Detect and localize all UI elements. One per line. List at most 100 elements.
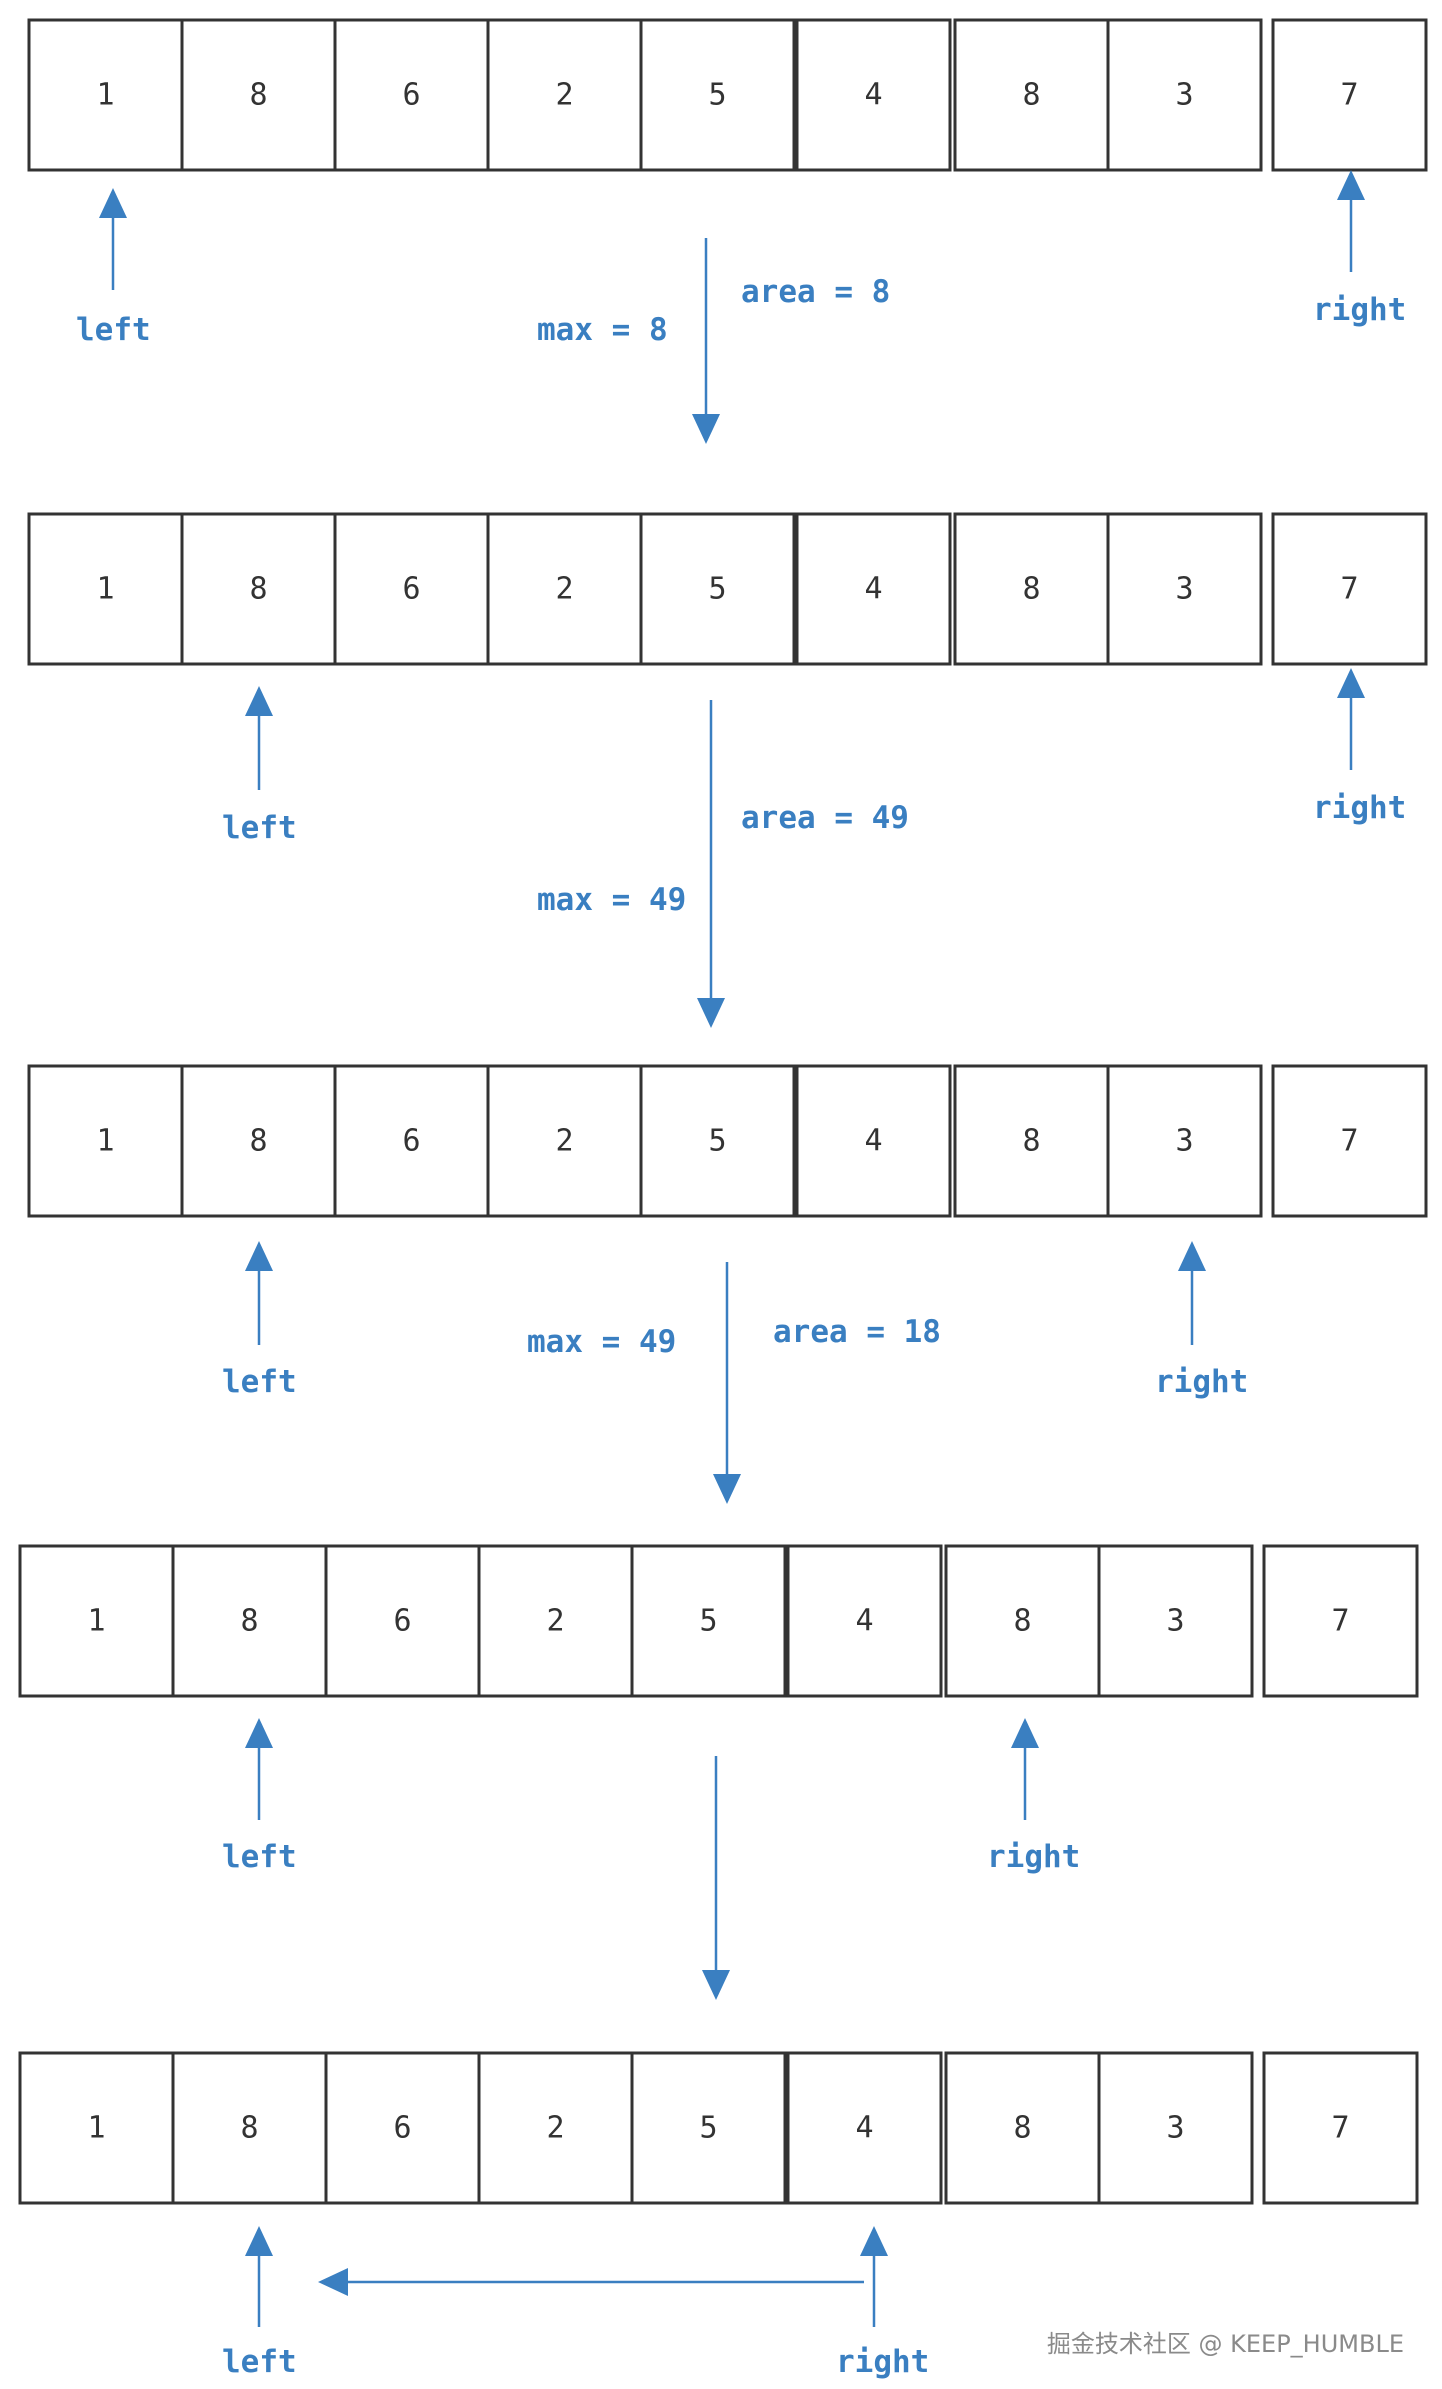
array-cell xyxy=(1262,1544,1419,1698)
array-cell-value: 1 xyxy=(87,2111,105,2146)
array-cell-value: 4 xyxy=(864,572,882,607)
array-cell xyxy=(1271,512,1428,666)
array-cell-value: 1 xyxy=(96,1124,114,1159)
array-cell xyxy=(786,1544,943,1698)
array-cell xyxy=(171,1544,328,1698)
array-cell-value: 3 xyxy=(1166,2111,1184,2146)
array-cell-value: 2 xyxy=(546,1604,564,1639)
left-label: left xyxy=(222,810,297,846)
array-cell xyxy=(27,512,184,666)
array-cell xyxy=(27,18,184,172)
array-cell-value: 6 xyxy=(402,572,420,607)
array-cell-value: 8 xyxy=(1022,1124,1040,1159)
right-pointer-arrowhead xyxy=(1337,170,1365,200)
max-label: max = 49 xyxy=(527,1324,676,1360)
array-cell-value: 8 xyxy=(249,78,267,113)
array-cell-value: 8 xyxy=(240,2111,258,2146)
array-cell xyxy=(795,1064,952,1218)
array-cell-value: 5 xyxy=(699,2111,717,2146)
array-cell xyxy=(639,512,796,666)
step-arrowhead xyxy=(692,414,720,444)
array-cell xyxy=(1271,1064,1428,1218)
right-label: right xyxy=(1313,790,1406,826)
array-cell xyxy=(486,1064,643,1218)
labels: left right max = 8 area = 8 left right m… xyxy=(76,274,1406,2380)
array-cell xyxy=(953,512,1110,666)
array-cell xyxy=(953,1064,1110,1218)
array-cell-value: 8 xyxy=(240,1604,258,1639)
right-pointer-arrowhead xyxy=(1178,1241,1206,1271)
max-label: max = 8 xyxy=(537,312,668,348)
array-cell xyxy=(1262,2051,1419,2205)
left-label: left xyxy=(222,1364,297,1400)
right-label: right xyxy=(1313,292,1406,328)
area-label: area = 8 xyxy=(741,274,890,310)
array-cell xyxy=(639,1064,796,1218)
left-pointer-arrowhead xyxy=(245,686,273,716)
right-pointer-arrowhead xyxy=(1337,668,1365,698)
array-cell xyxy=(1271,18,1428,172)
array-cell xyxy=(1106,512,1263,666)
array-cell xyxy=(639,18,796,172)
array-cell xyxy=(486,512,643,666)
array-cell xyxy=(18,1544,175,1698)
array-cell xyxy=(630,2051,787,2205)
step-arrowhead xyxy=(697,998,725,1028)
array-cell-value: 4 xyxy=(855,2111,873,2146)
right-label: right xyxy=(836,2344,929,2380)
array-cell xyxy=(333,18,490,172)
array-cell-value: 5 xyxy=(699,1604,717,1639)
array-cell xyxy=(953,18,1110,172)
array-cell-value: 6 xyxy=(402,1124,420,1159)
array-cell xyxy=(324,2051,481,2205)
array-cell xyxy=(1106,18,1263,172)
array-cell xyxy=(944,1544,1101,1698)
array-cell-value: 2 xyxy=(555,572,573,607)
array-cell-value: 5 xyxy=(708,1124,726,1159)
right-label: right xyxy=(987,1839,1080,1875)
array-cell-value: 8 xyxy=(1022,572,1040,607)
array-cell-value: 4 xyxy=(864,78,882,113)
array-cell-value: 6 xyxy=(402,78,420,113)
left-pointer-arrowhead xyxy=(245,1241,273,1271)
step-arrowhead xyxy=(713,1474,741,1504)
array-cell-value: 1 xyxy=(87,1604,105,1639)
array-cell-value: 6 xyxy=(393,1604,411,1639)
array-cell xyxy=(786,2051,943,2205)
array-cell xyxy=(630,1544,787,1698)
array-cell-value: 4 xyxy=(855,1604,873,1639)
array-cell xyxy=(944,2051,1101,2205)
array-cell-value: 5 xyxy=(708,572,726,607)
right-pointer-arrowhead xyxy=(860,2226,888,2256)
array-cell xyxy=(18,2051,175,2205)
array-cell-value: 7 xyxy=(1340,1124,1358,1159)
array-cell-value: 8 xyxy=(249,1124,267,1159)
array-cell xyxy=(333,1064,490,1218)
array-cell-value: 1 xyxy=(96,572,114,607)
array-cell xyxy=(795,18,952,172)
max-label: max = 49 xyxy=(537,882,686,918)
left-label: left xyxy=(222,2344,297,2380)
array-cell xyxy=(180,1064,337,1218)
array-cell-value: 1 xyxy=(96,78,114,113)
array-cell-value: 7 xyxy=(1331,1604,1349,1639)
watermark: 掘金技术社区 @ KEEP_HUMBLE xyxy=(1047,2330,1404,2358)
array-cell-value: 4 xyxy=(864,1124,882,1159)
left-label: left xyxy=(222,1839,297,1875)
array-cell-value: 8 xyxy=(1022,78,1040,113)
array-cell-value: 6 xyxy=(393,2111,411,2146)
arrows xyxy=(99,170,1365,2327)
area-label: area = 49 xyxy=(741,800,909,836)
array-cell xyxy=(795,512,952,666)
array-cell-value: 3 xyxy=(1175,78,1193,113)
array-cell-value: 2 xyxy=(555,78,573,113)
step-arrowhead xyxy=(702,1970,730,2000)
array-cell-value: 2 xyxy=(555,1124,573,1159)
